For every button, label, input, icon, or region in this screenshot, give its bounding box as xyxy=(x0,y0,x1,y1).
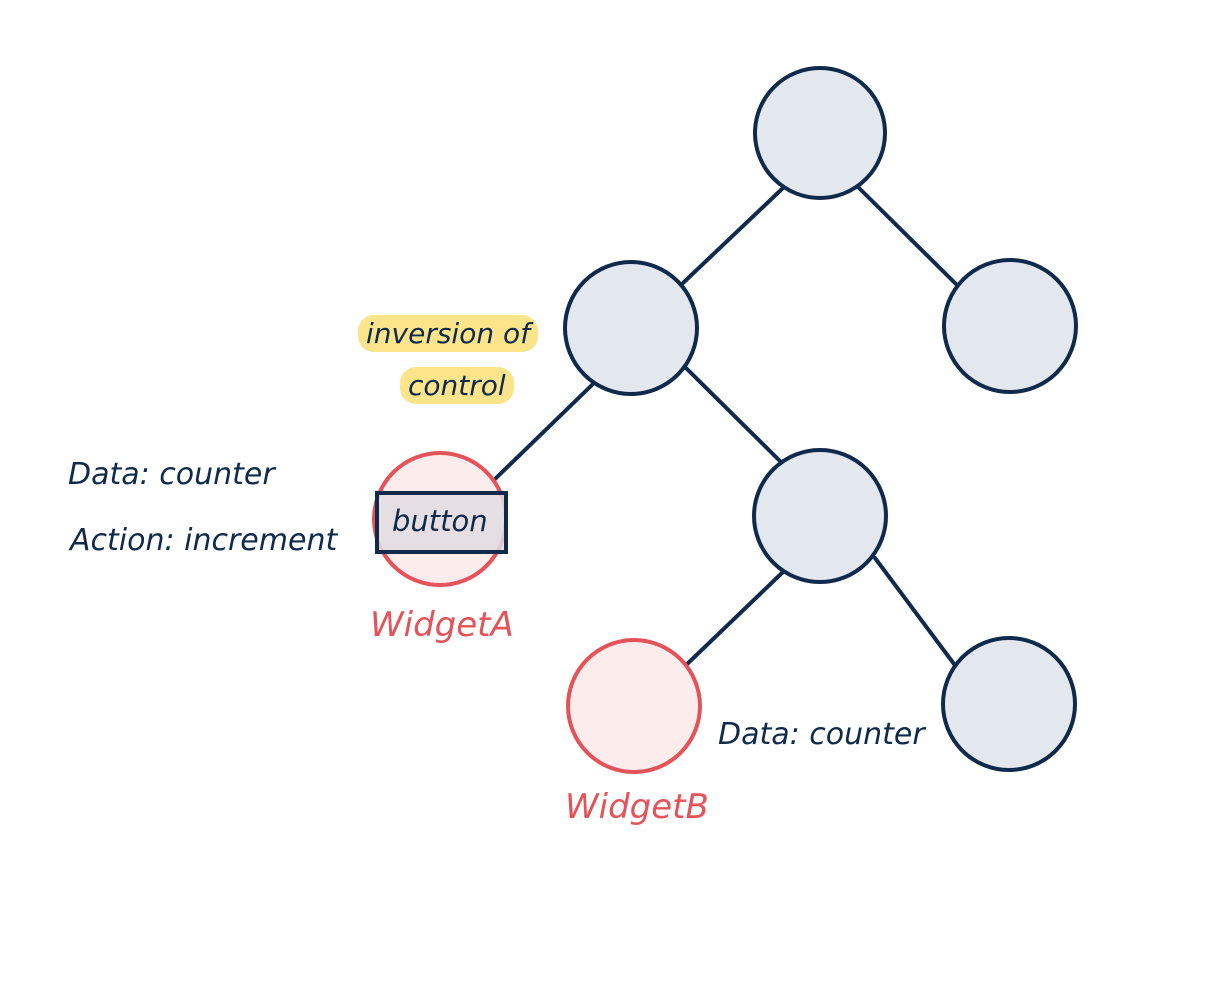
inversion-highlight-2: control xyxy=(400,367,514,404)
edge-root-right xyxy=(857,186,959,287)
edge-mid-rightleaf xyxy=(873,556,959,670)
widget-b-label: WidgetB xyxy=(565,787,709,827)
root-node xyxy=(753,66,887,200)
edge-root-left xyxy=(681,186,785,285)
widget-a-label: WidgetA xyxy=(370,605,514,645)
inversion-label-line2: control xyxy=(400,367,514,404)
widget-a-action-label: Action: increment xyxy=(70,523,338,558)
right-node xyxy=(942,258,1078,394)
inversion-highlight-1: inversion of xyxy=(358,315,538,352)
edge-mid-widgetb xyxy=(682,570,785,669)
tree-edges xyxy=(492,186,959,670)
left-node xyxy=(563,260,699,396)
right-leaf-node xyxy=(941,636,1077,772)
button-label: button xyxy=(392,504,488,538)
widget-a-data-label: Data: counter xyxy=(68,457,275,492)
inversion-label-line1: inversion of xyxy=(358,315,538,352)
widget-b-node xyxy=(566,638,702,774)
edge-left-widgeta xyxy=(492,381,596,482)
button-box xyxy=(375,491,508,554)
middle-node xyxy=(752,448,888,584)
widget-b-data-label: Data: counter xyxy=(718,717,925,752)
edge-left-midnode xyxy=(684,366,785,466)
